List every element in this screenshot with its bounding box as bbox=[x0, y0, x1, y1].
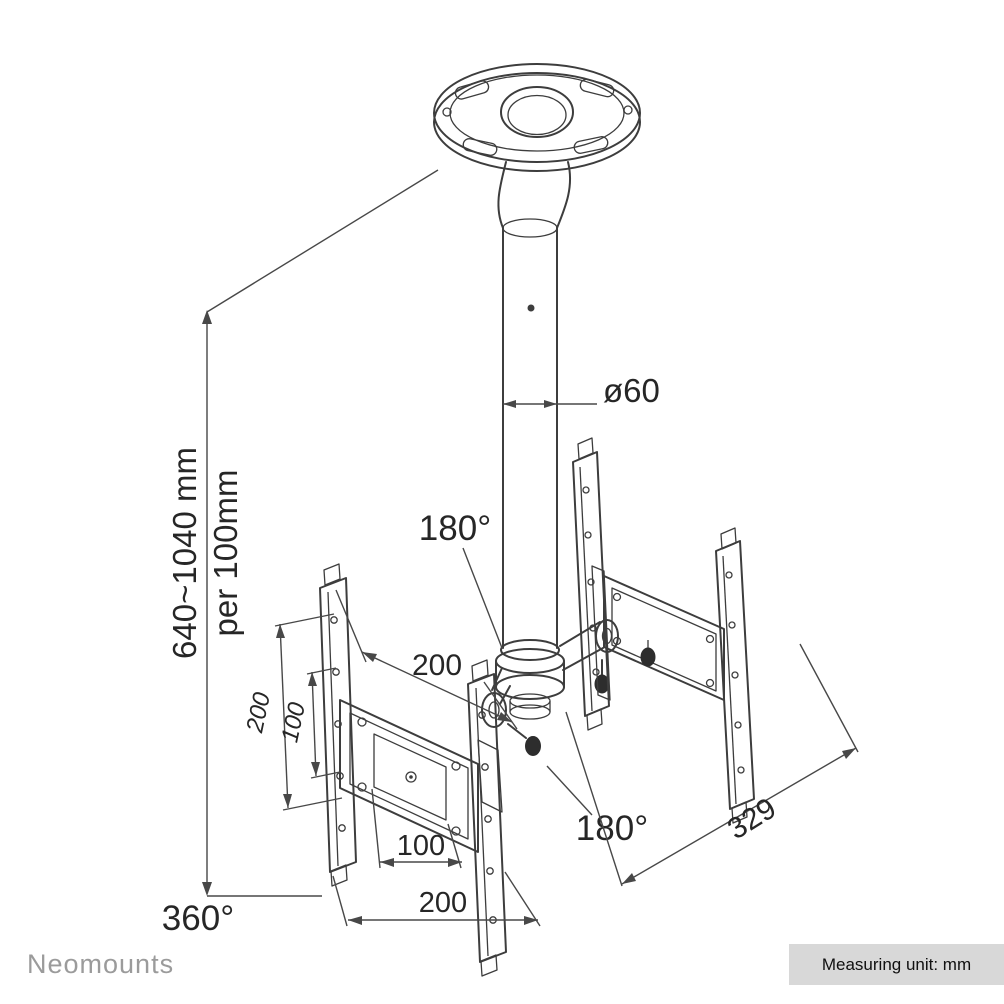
vesa-width-200-label: 200 bbox=[419, 887, 467, 919]
rail-spacing-100-label: 100 bbox=[276, 699, 311, 744]
measuring-unit-bar: Measuring unit: mm bbox=[789, 944, 1004, 985]
ceiling-plate-slots bbox=[454, 78, 615, 156]
base-rotation-label: 360° bbox=[162, 899, 234, 938]
ceiling-plate-top bbox=[433, 63, 641, 163]
left-plate-screws bbox=[357, 717, 461, 836]
swivel-lower-label: 180° bbox=[576, 809, 648, 848]
right-plate-knob bbox=[640, 647, 656, 667]
neomounts-logo: Neomounts bbox=[27, 949, 175, 979]
height-step-label: per 100mm bbox=[207, 470, 244, 637]
height-dim-arrow-up bbox=[202, 310, 212, 324]
right-plate-screws bbox=[612, 592, 715, 688]
ceiling-plate-rim bbox=[433, 72, 641, 172]
right-bracket-right-rail bbox=[715, 540, 755, 810]
ceiling-plate bbox=[433, 63, 641, 172]
swivel-collar bbox=[495, 639, 565, 720]
pole-neck bbox=[497, 161, 507, 229]
left-bracket-right-rail bbox=[467, 673, 507, 963]
left-bracket-left-rail bbox=[319, 577, 357, 873]
dimension-annotations: 640~1040 mm per 100mm ø60 180° 180° 360°… bbox=[162, 169, 859, 938]
ceiling-plate-inner-ring bbox=[449, 74, 625, 152]
left-swivel-arm bbox=[477, 667, 541, 813]
swivel-upper-label: 180° bbox=[419, 509, 491, 548]
vesa-square bbox=[373, 733, 447, 821]
right-right-rail-holes bbox=[725, 571, 745, 774]
right-left-rail-holes bbox=[582, 486, 600, 676]
right-bracket-hinge bbox=[591, 565, 611, 701]
pole bbox=[497, 161, 572, 649]
right-vesa-bracket bbox=[572, 437, 755, 824]
left-arm-knob bbox=[525, 736, 541, 756]
rail-spacing-200-label: 200 bbox=[241, 689, 276, 735]
left-left-rail-holes bbox=[330, 616, 346, 832]
vesa-width-100-label: 100 bbox=[397, 830, 445, 862]
pole-diameter-label: ø60 bbox=[603, 372, 660, 409]
left-bracket-plate bbox=[339, 699, 479, 853]
pole-screw bbox=[527, 304, 535, 312]
plate-width-top-label: 200 bbox=[412, 649, 462, 682]
ceiling-plate-center-hole bbox=[500, 86, 574, 138]
height-range-label: 640~1040 mm bbox=[166, 447, 203, 659]
arm-depth-label: 329 bbox=[722, 792, 782, 847]
height-dim-arrow-down bbox=[202, 882, 212, 896]
ceiling-plate-screws bbox=[442, 105, 633, 117]
left-vesa-bracket bbox=[319, 563, 507, 977]
measuring-unit-label: Measuring unit: mm bbox=[821, 954, 972, 974]
